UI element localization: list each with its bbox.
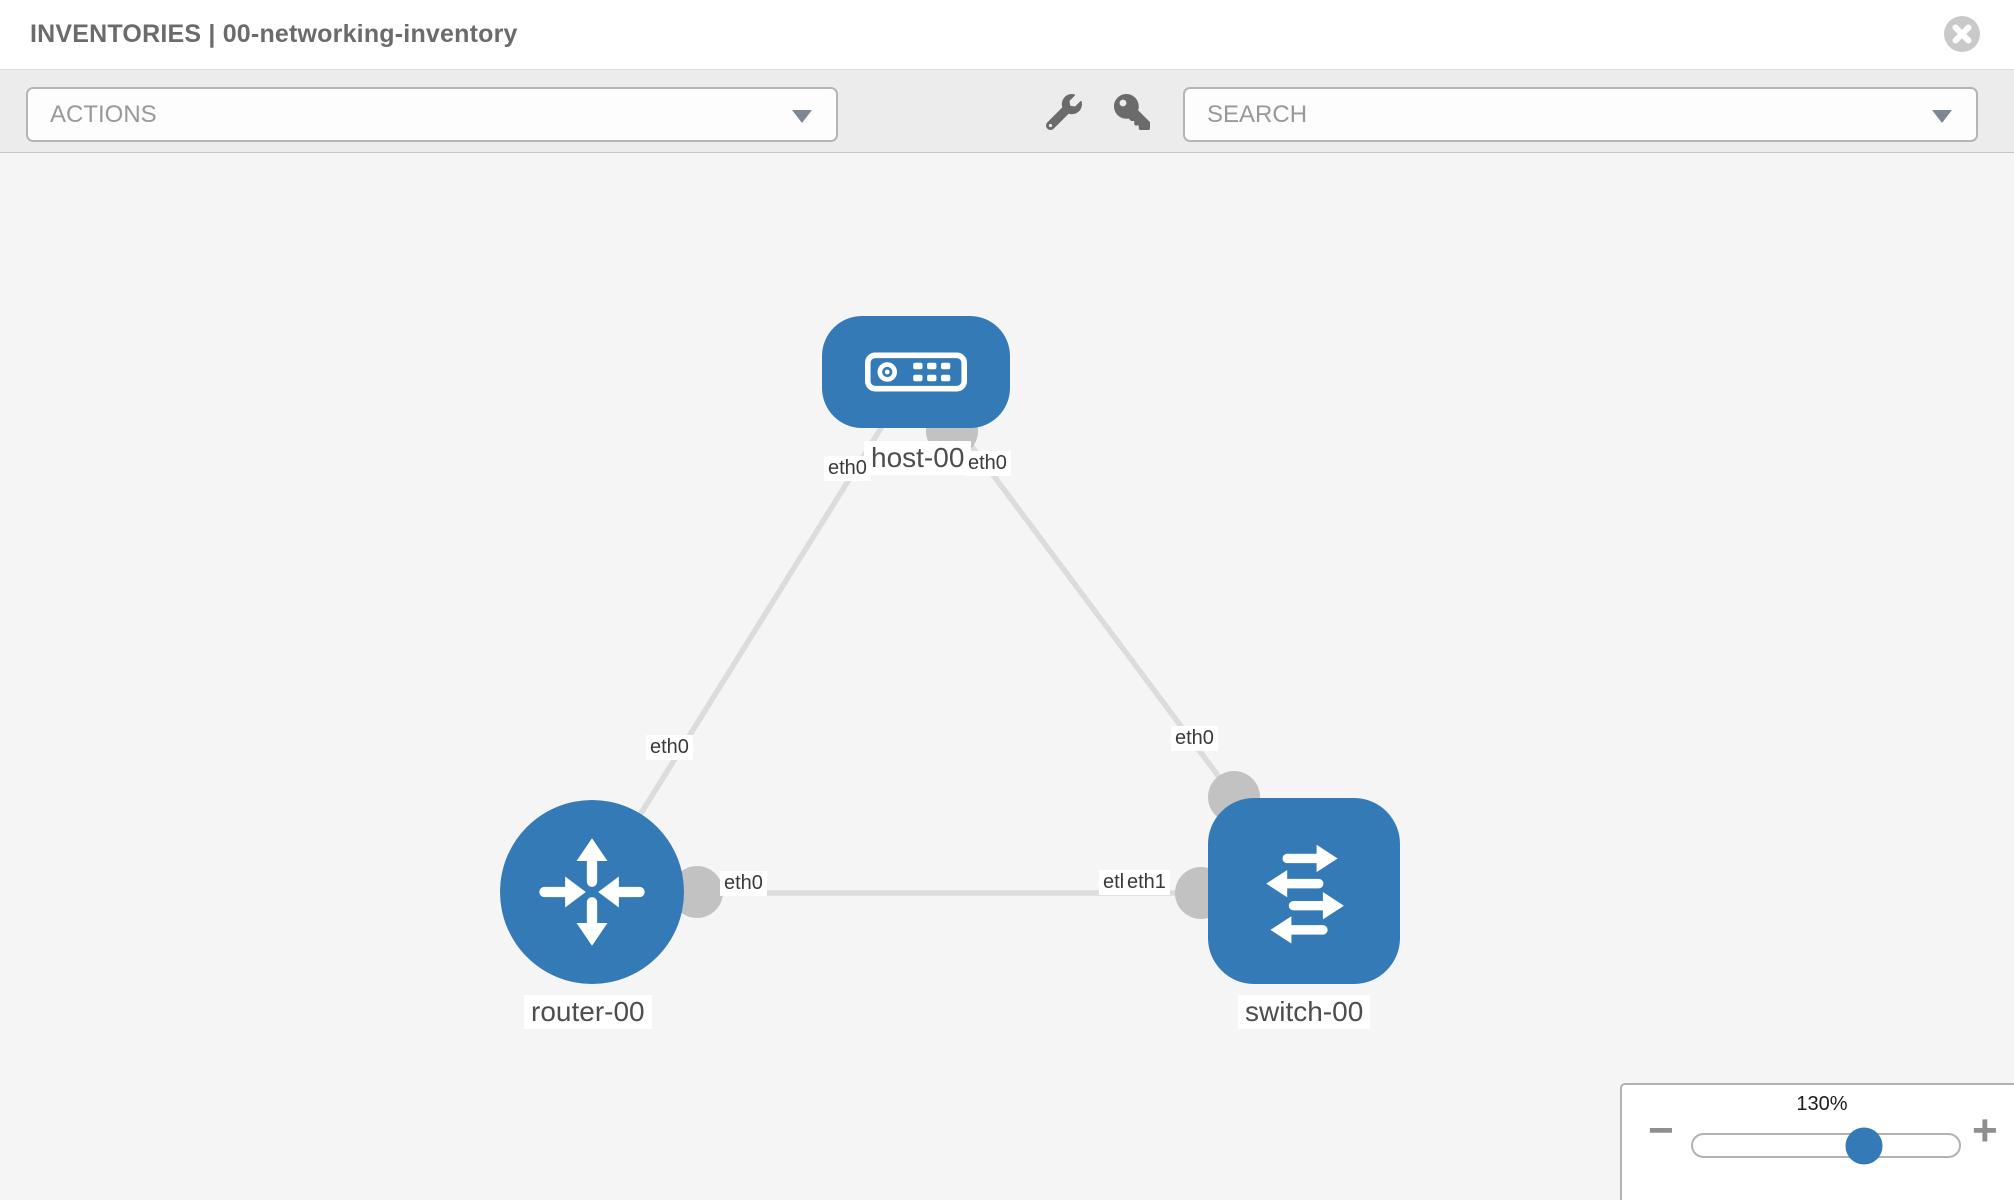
chevron-down-icon: [1932, 110, 1952, 123]
iface-label-router-eth0-to-host: eth0: [646, 735, 693, 760]
iface-label-host-eth0-to-switch: eth0: [964, 451, 1011, 476]
header: INVENTORIES | 00-networking-inventory: [0, 0, 2014, 69]
node-label-router: router-00: [524, 995, 652, 1029]
page-title: INVENTORIES | 00-networking-inventory: [30, 20, 518, 48]
router-icon: [539, 838, 645, 946]
zoom-slider[interactable]: [1691, 1127, 1961, 1164]
chevron-down-icon: [792, 110, 812, 123]
switch-icon: [1266, 844, 1344, 944]
iface-label-host-eth0-to-router: eth0: [824, 456, 871, 481]
zoom-panel: 130% − +: [1620, 1083, 2014, 1200]
node-router-00[interactable]: [500, 800, 684, 984]
zoom-percentage: 130%: [1796, 1093, 1848, 1115]
actions-dropdown[interactable]: ACTIONS: [26, 87, 838, 142]
iface-label-router-eth0-to-switch: eth0: [720, 871, 767, 896]
node-switch-00[interactable]: [1208, 798, 1400, 984]
configure-button[interactable]: [1045, 94, 1082, 131]
credentials-button[interactable]: [1114, 94, 1150, 130]
search-placeholder: SEARCH: [1207, 101, 1308, 128]
zoom-in-button[interactable]: +: [1972, 1106, 1998, 1155]
iface-label-switch-eth1-to-router: eth1: [1123, 870, 1170, 895]
node-label-switch: switch-00: [1238, 995, 1371, 1029]
search-dropdown[interactable]: SEARCH: [1183, 87, 1978, 142]
host-icon: [865, 352, 967, 392]
topology-canvas[interactable]: host-00 router-00 switch-00 eth0 eth0 et…: [0, 153, 2014, 1200]
topology-links: [589, 370, 1237, 896]
iface-label-switch-eth0-to-host: eth0: [1171, 726, 1218, 751]
wrench-icon: [1045, 94, 1082, 131]
node-host-00[interactable]: [822, 316, 1010, 428]
close-icon: [1944, 16, 1980, 52]
zoom-out-button[interactable]: −: [1648, 1106, 1674, 1155]
zoom-slider-thumb[interactable]: [1845, 1127, 1883, 1164]
actions-dropdown-label: ACTIONS: [50, 101, 157, 128]
close-button[interactable]: [1944, 16, 1980, 52]
node-label-host: host-00: [864, 441, 972, 475]
key-icon: [1114, 94, 1150, 130]
toolbar: ACTIONS SEARCH: [0, 69, 2014, 153]
